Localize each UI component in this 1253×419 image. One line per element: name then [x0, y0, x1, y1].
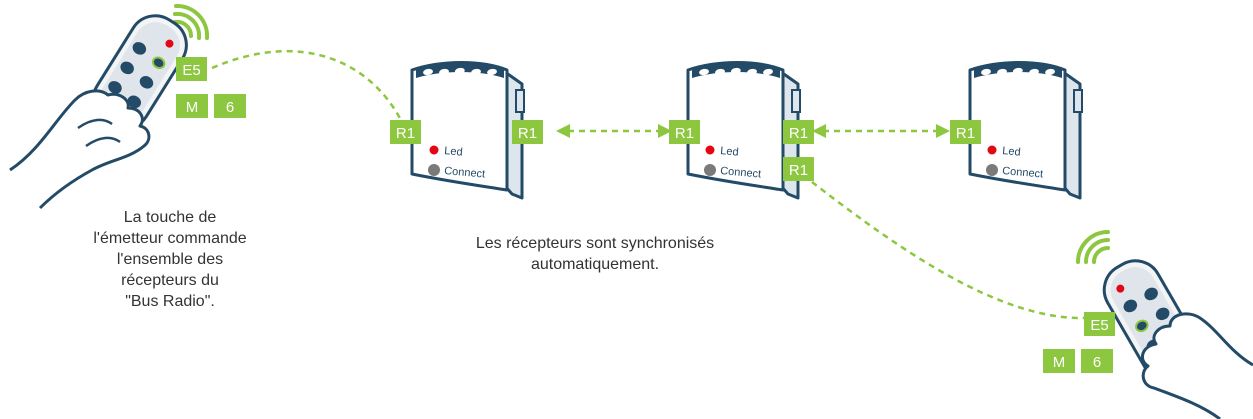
mode-tag-6-right — [1081, 349, 1113, 373]
receiver-tags: R1 R1 R1 R1 R1 R1 — [390, 120, 981, 181]
caption-center: Les récepteurs sont synchronisés automat… — [430, 233, 760, 275]
caption-left: La touche de l'émetteur commande l'ensem… — [40, 207, 300, 312]
hand-icon — [1140, 312, 1253, 419]
receiver-3-left-tag: R1 — [956, 125, 975, 142]
double-arrow-icon — [556, 124, 950, 138]
mode-tag-M-right — [1043, 349, 1075, 373]
radio-waves-icon — [173, 3, 210, 40]
receiver-1-right-tag: R1 — [518, 125, 537, 142]
receiver-2-right-tag-top: R1 — [789, 125, 808, 142]
mode-label: M — [1053, 354, 1066, 371]
key-label: E5 — [182, 62, 200, 79]
led-label: Led — [1002, 145, 1021, 159]
led-label: Led — [444, 145, 463, 159]
left-transmitter: E5 M 6 — [9, 3, 246, 210]
mode-value: 6 — [1093, 354, 1101, 371]
link-receiver-2-to-remote — [811, 181, 1086, 320]
mode-value: 6 — [226, 99, 234, 116]
receiver-2-right-tag-bottom: R1 — [789, 162, 808, 179]
key-tag-E5-right — [1084, 312, 1115, 336]
caption-center-text: Les récepteurs sont synchronisés automat… — [475, 235, 715, 273]
radio-links — [211, 49, 1086, 320]
receiver-2-left-tag: R1 — [675, 125, 694, 142]
caption-left-text: La touche de l'émetteur commande l'ensem… — [93, 209, 247, 310]
mode-label: M — [186, 99, 199, 116]
connect-label: Connect — [1002, 165, 1044, 181]
key-tag-E5-left — [176, 57, 207, 81]
led-label: Led — [720, 145, 739, 159]
mode-tag-6-left — [214, 94, 246, 118]
receiver-1-left-tag: R1 — [396, 125, 415, 142]
radio-waves-icon — [1076, 230, 1110, 264]
mode-tag-M-left — [176, 94, 208, 118]
key-label: E5 — [1090, 317, 1108, 334]
link-remote-to-receiver-1 — [211, 49, 404, 123]
hand-icon — [9, 89, 151, 210]
connect-label: Connect — [720, 165, 762, 181]
right-transmitter: E5 M 6 — [1043, 230, 1253, 419]
connect-label: Connect — [444, 165, 486, 181]
